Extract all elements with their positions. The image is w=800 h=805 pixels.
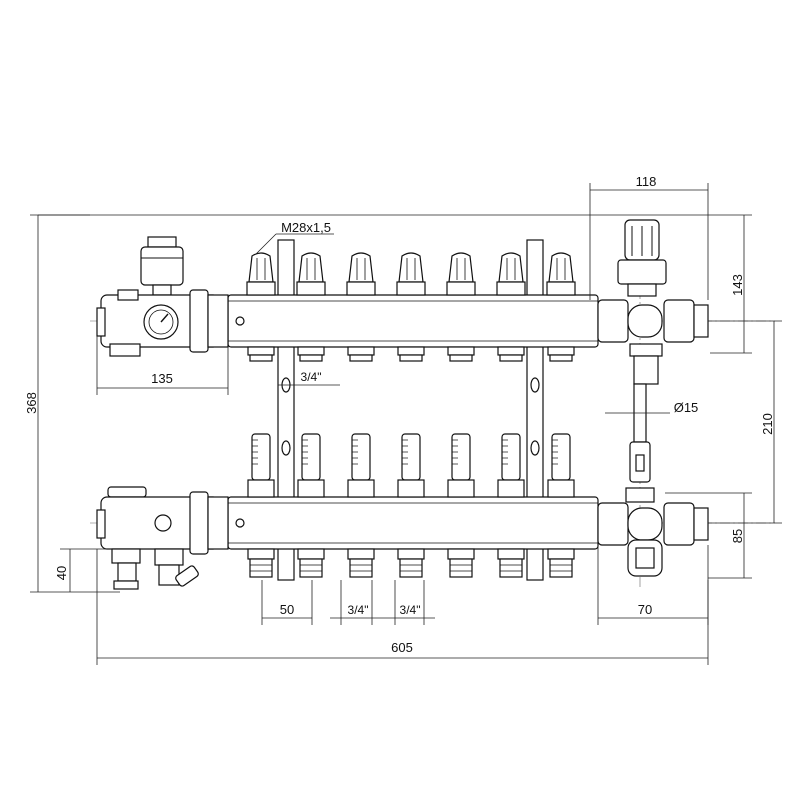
- right-height-top-label: 143: [730, 274, 745, 296]
- dimension-outlet-spacing: 50: [261, 580, 313, 625]
- valve-cap: [496, 252, 526, 296]
- bottom-outlet-connector: [347, 548, 375, 578]
- air-vent-assembly: [96, 236, 229, 357]
- top-valve-row: [246, 252, 576, 296]
- dimension-right-height-top: 143: [700, 214, 752, 354]
- dimension-bar-spacing: 210: [708, 320, 782, 524]
- valve-cap: [246, 252, 276, 296]
- drain-valve-assembly: [96, 486, 229, 590]
- bottom-outlet-connector: [447, 548, 475, 578]
- dimension-right-width-top: 118: [589, 174, 709, 300]
- mixing-valve-assembly: [597, 487, 709, 577]
- dimension-right-height-bottom: 85: [665, 492, 752, 579]
- top-outlet-connector: [297, 346, 325, 362]
- flowmeter: [547, 433, 575, 498]
- outlet-spacing-label: 50: [280, 602, 294, 617]
- valve-cap: [296, 252, 326, 296]
- top-outlet-connector: [347, 346, 375, 362]
- flowmeter-row: [247, 433, 575, 498]
- top-manifold-bar: [227, 294, 599, 348]
- top-outlet-row: [247, 346, 575, 362]
- top-outlet-connector: [447, 346, 475, 362]
- dimension-inlet-offset: 135: [96, 336, 229, 395]
- pipe-diameter-label: Ø15: [674, 400, 699, 415]
- thermostatic-head-assembly: [597, 219, 709, 385]
- dimension-thread-left: 3/4": [330, 580, 385, 625]
- flowmeter: [447, 433, 475, 498]
- valve-thread-label: M28x1,5: [281, 220, 331, 235]
- valve-cap: [446, 252, 476, 296]
- bottom-outlet-row: [247, 548, 575, 578]
- bottom-outlet-connector: [297, 548, 325, 578]
- overall-height-label: 368: [24, 392, 39, 414]
- flowmeter: [247, 433, 275, 498]
- right-width-top-label: 118: [636, 174, 657, 189]
- overall-width-label: 605: [391, 640, 413, 655]
- bottom-outlet-connector: [497, 548, 525, 578]
- bottom-manifold-bar: [227, 496, 599, 550]
- right-height-bottom-label: 85: [730, 529, 745, 543]
- flowmeter: [397, 433, 425, 498]
- bottom-outlet-connector: [397, 548, 425, 578]
- flowmeter: [497, 433, 525, 498]
- top-outlet-connector: [397, 346, 425, 362]
- top-outlet-connector: [247, 346, 275, 362]
- bottom-offset-label: 40: [54, 566, 69, 580]
- valve-cap: [396, 252, 426, 296]
- dimension-valve-thread: M28x1,5: [255, 220, 334, 255]
- dimension-pipe-diameter: Ø15: [605, 400, 698, 415]
- flowmeter: [347, 433, 375, 498]
- top-thread-label: 3/4": [301, 370, 322, 384]
- bottom-outlet-connector: [247, 548, 275, 578]
- top-outlet-connector: [547, 346, 575, 362]
- valve-cap: [346, 252, 376, 296]
- inlet-offset-label: 135: [151, 371, 173, 386]
- flowmeter: [297, 433, 325, 498]
- dimension-top-thread: 3/4": [278, 370, 340, 386]
- bypass-pipe: [629, 383, 651, 483]
- top-outlet-connector: [497, 346, 525, 362]
- dimension-thread-right: 3/4": [385, 580, 435, 625]
- bar-spacing-label: 210: [760, 413, 775, 435]
- dimension-bottom-offset: 40: [54, 548, 112, 592]
- thread-left-label: 3/4": [348, 603, 369, 617]
- bottom-outlet-connector: [547, 548, 575, 578]
- thread-right-label: 3/4": [400, 603, 421, 617]
- valve-cap: [546, 252, 576, 296]
- right-width-bottom-label: 70: [638, 602, 652, 617]
- dimension-right-width-bottom: 70: [597, 545, 709, 625]
